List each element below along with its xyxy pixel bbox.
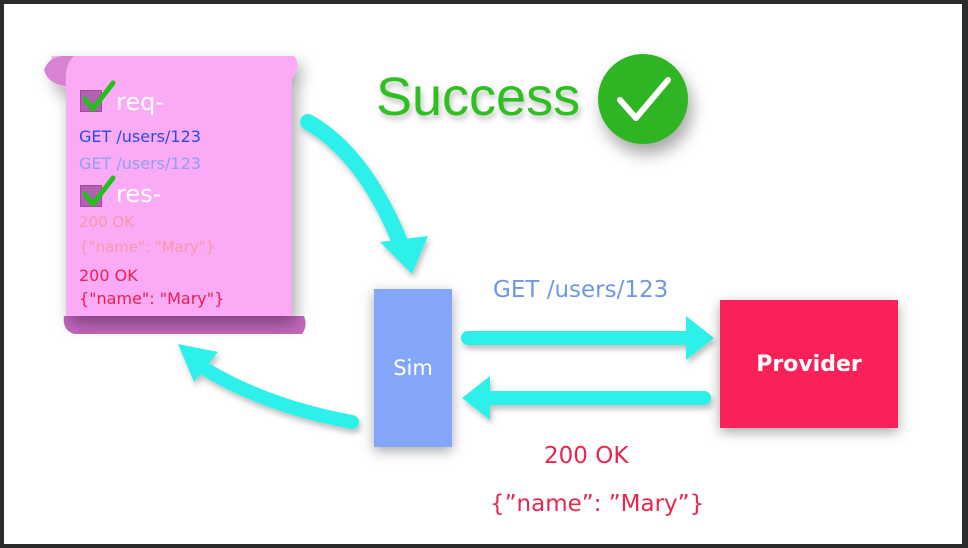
request-label: GET /users/123 (493, 277, 669, 303)
res-label: res- (116, 180, 162, 208)
provider-box: Provider (720, 300, 898, 428)
req-line-faded: GET /users/123 (79, 154, 201, 173)
req-line: GET /users/123 (79, 127, 201, 146)
sim-to-scroll-arrow (178, 344, 359, 429)
response-arrow (462, 376, 711, 420)
success-check-badge (598, 54, 688, 144)
response-status-label: 200 OK (544, 443, 629, 469)
request-arrow (461, 316, 714, 360)
res-status: 200 OK (79, 266, 138, 285)
sim-label: Sim (393, 356, 433, 380)
flow-arrows (178, 114, 714, 429)
scroll-document (44, 56, 306, 334)
diagram-canvas: req- GET /users/123 GET /users/123 res- … (4, 4, 962, 544)
sim-box: Sim (374, 289, 452, 447)
res-checkbox[interactable] (80, 175, 116, 207)
checkmark-icon (82, 175, 116, 207)
res-body: {"name": "Mary"} (79, 289, 225, 308)
res-body-faded: {"name": "Mary"} (79, 238, 216, 256)
checkmark-icon (82, 80, 116, 112)
response-body-label: {”name”: ”Mary”} (490, 491, 705, 517)
checkmark-icon (617, 77, 671, 121)
provider-label: Provider (756, 351, 862, 377)
success-heading: Success (376, 67, 581, 127)
req-label: req- (116, 88, 164, 116)
scroll-to-sim-arrow (300, 114, 428, 274)
req-checkbox[interactable] (80, 80, 116, 112)
res-status-faded: 200 OK (79, 213, 135, 231)
